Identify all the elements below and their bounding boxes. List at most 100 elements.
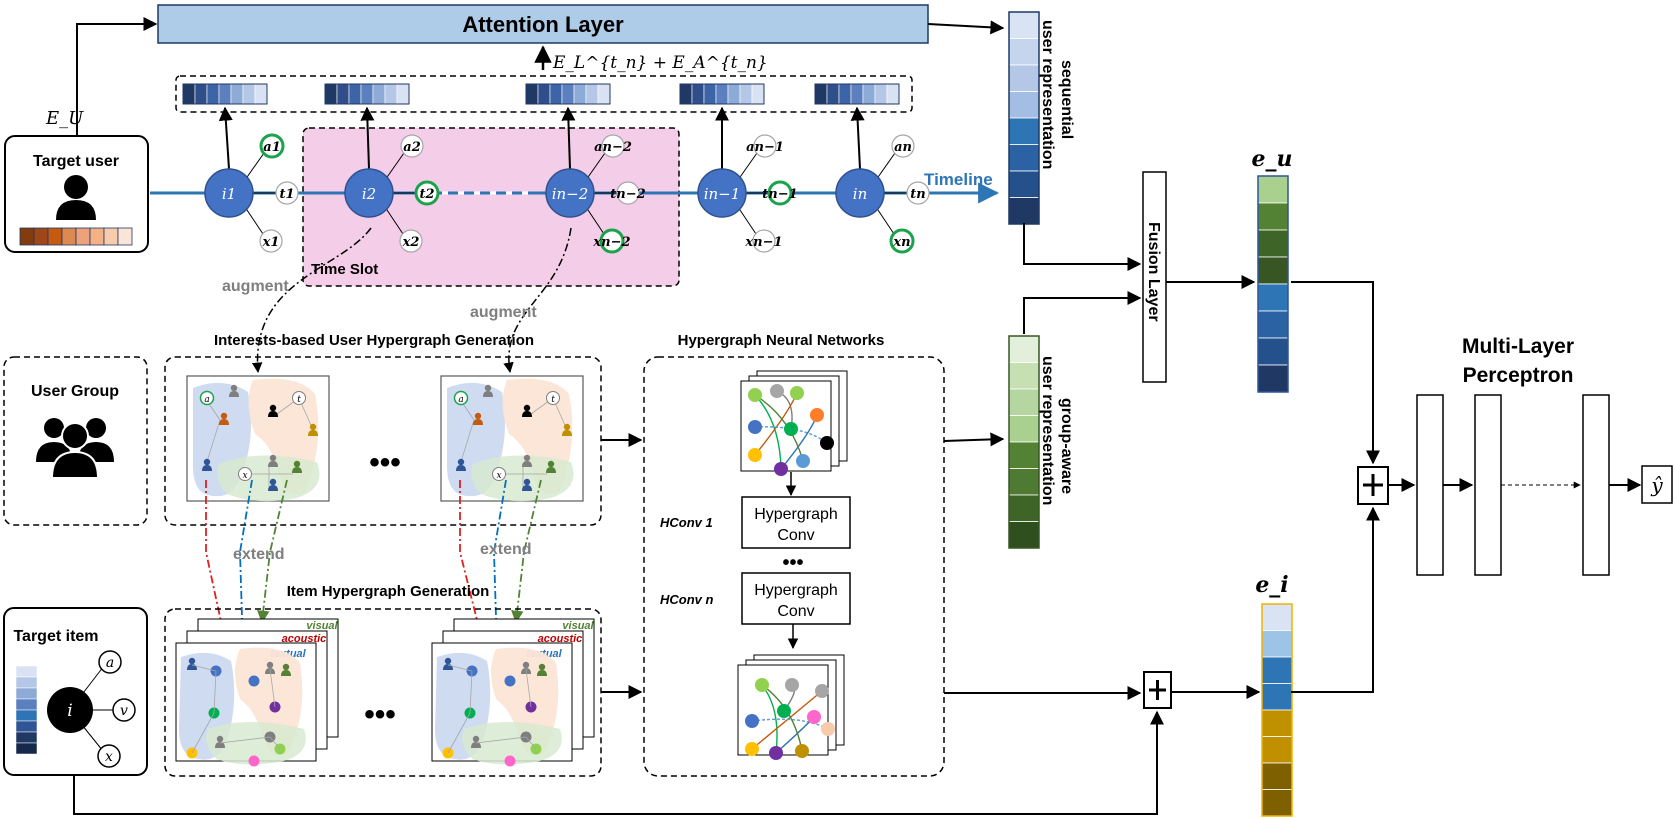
embedding-cell — [573, 83, 587, 105]
a-node-1 — [259, 133, 285, 159]
a-node-4 — [753, 134, 777, 158]
item-node-label: in — [853, 185, 867, 203]
person-icon — [308, 423, 318, 436]
item-embedding-cell — [15, 742, 38, 755]
person-icon — [229, 384, 239, 397]
vector-cell — [1008, 144, 1040, 172]
person-icon — [202, 458, 212, 471]
item-node-label: in−1 — [704, 185, 741, 203]
vector-cell — [1008, 494, 1040, 522]
item-embedding-vector — [15, 665, 38, 755]
item-node-label: i2 — [362, 185, 376, 203]
graph-a-label: a — [458, 395, 463, 405]
hconv-1-block — [741, 496, 851, 549]
graph-node — [810, 408, 824, 422]
extend-label-1: extend — [233, 546, 285, 563]
person-icon — [219, 412, 229, 425]
embedding-cell — [850, 83, 864, 105]
vector-cell — [1261, 789, 1293, 817]
vector-cell — [1261, 603, 1293, 631]
person-icon — [281, 663, 291, 676]
t-node-label: tn−2 — [610, 187, 645, 202]
graph-node — [777, 704, 791, 718]
embedding-cell — [348, 83, 362, 105]
embedding-cell — [218, 83, 232, 105]
x-node-label: xn — [892, 235, 910, 250]
user-embedding-vector — [19, 227, 133, 246]
t-node-1 — [275, 181, 299, 205]
item-node-4 — [697, 168, 747, 218]
mlp-layer-2 — [1474, 394, 1502, 576]
hconv-n-line1: Hypergraph — [754, 582, 838, 599]
hyperedge-green — [471, 455, 574, 502]
vector-cell — [1008, 117, 1040, 145]
vector-cell — [1257, 175, 1289, 204]
graph-node — [815, 684, 829, 698]
embedding-cell — [194, 83, 208, 105]
vector-cell — [1261, 736, 1293, 764]
embedding-cell — [751, 83, 765, 105]
vector-cell — [1008, 388, 1040, 416]
vector-cell — [1257, 364, 1289, 393]
t-node-5 — [906, 181, 930, 205]
a-node-5 — [891, 134, 915, 158]
x-node-label: xn−2 — [592, 235, 630, 250]
vector-cell — [1261, 630, 1293, 658]
modality-visual-label: visual — [562, 620, 594, 632]
x-node-3 — [599, 228, 625, 254]
graph-node — [795, 744, 809, 758]
person-icon — [471, 735, 481, 748]
item-embedding-cell — [15, 676, 38, 689]
graph-node — [821, 722, 835, 736]
x-node-label: x2 — [402, 235, 420, 250]
embedding-cell — [826, 83, 840, 105]
item-hypergraph-stack-1: visualacoustictextual — [175, 618, 339, 767]
person-icon — [522, 478, 532, 491]
fusion-layer-block — [1142, 171, 1167, 383]
user-embedding-cell — [75, 227, 91, 246]
embedding-cell — [206, 83, 220, 105]
sequential-rep-line1: sequential — [1058, 60, 1075, 139]
embedding-cell — [874, 83, 888, 105]
hconv-n-line2: Conv — [777, 603, 814, 620]
prediction-label: ŷ — [1650, 473, 1663, 497]
ei-vector-label: e_i — [1255, 572, 1288, 598]
x-node-5 — [889, 228, 915, 254]
graph-node — [770, 384, 784, 398]
group-aware-representation-vector — [1008, 335, 1040, 549]
target-user-box: Target user — [4, 135, 149, 253]
vector-cell — [1257, 202, 1289, 231]
graph-node — [785, 678, 799, 692]
vector-cell — [1008, 362, 1040, 390]
embedding-cell — [739, 83, 753, 105]
graph-node — [748, 420, 762, 434]
user-embedding-cell — [33, 227, 49, 246]
embedding-cell — [324, 83, 338, 105]
hnn-output-graph — [737, 654, 845, 760]
target-user-label: Target user — [33, 153, 119, 170]
embedding-cell — [715, 83, 729, 105]
t-node-2 — [414, 180, 440, 206]
vector-cell — [1008, 11, 1040, 39]
graph-node — [748, 448, 762, 462]
vector-cell — [1257, 337, 1289, 366]
embedding-cell — [254, 83, 268, 105]
person-icon — [537, 663, 547, 676]
sequential-representation-vector — [1008, 11, 1040, 225]
item-plus-operator — [1143, 671, 1172, 709]
hyperedge — [754, 394, 804, 462]
graph-node — [774, 462, 788, 476]
modality-acoustic-label: acoustic — [538, 633, 583, 645]
target-item-node-label: i — [67, 701, 72, 721]
x-node-label: xn−1 — [744, 235, 782, 250]
vector-cell — [1008, 64, 1040, 92]
embedding-cell — [838, 83, 852, 105]
person-icon — [456, 458, 466, 471]
time-slot-box — [302, 127, 680, 287]
a-node-label: a1 — [263, 140, 280, 155]
item-embedding-cell — [15, 665, 38, 678]
vector-cell — [1261, 683, 1293, 711]
